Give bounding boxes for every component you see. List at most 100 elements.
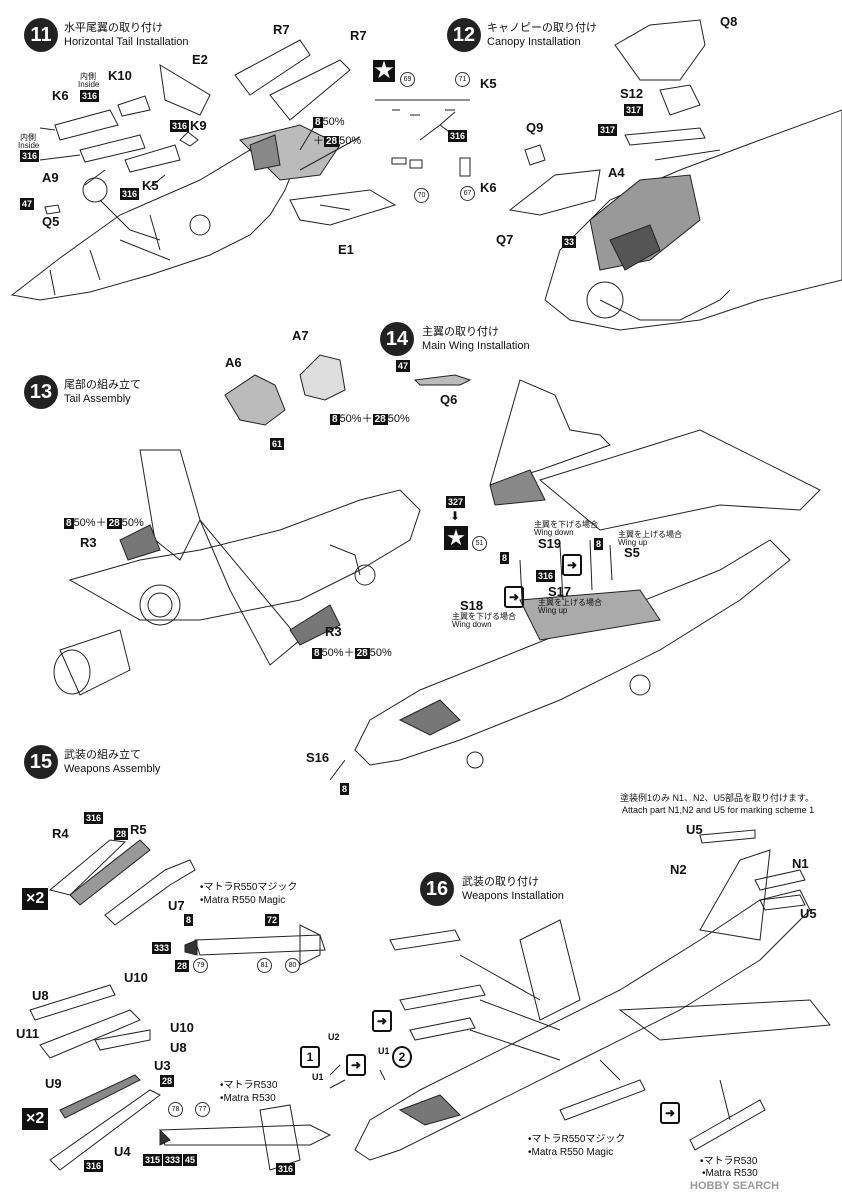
wing-note-jp: 主翼を上げる場合 [618, 530, 682, 539]
paint-code: 8 [184, 914, 194, 926]
paint-code: 28 [354, 648, 370, 659]
missile-name-jp: •マトラR530 [220, 1080, 278, 1091]
part-label: Q8 [720, 14, 738, 29]
paint-code: 33 [562, 236, 577, 248]
inside-note-jp: 内側 [80, 72, 96, 81]
mix-ratio: 50%＋ [73, 517, 107, 529]
paint-code: 316 [20, 150, 40, 162]
glue-icon: ➜ [372, 1010, 392, 1032]
decal-number: 77 [195, 1102, 210, 1117]
step-title-jp: キャノピーの取り付け [487, 22, 597, 34]
paint-code: 315 [143, 1154, 163, 1166]
step-number: 13 [24, 375, 58, 409]
watermark: HOBBY SEARCH [690, 1180, 780, 1192]
part-label: S5 [624, 545, 640, 560]
part-label: K5 [480, 76, 497, 91]
scheme-mark: 1 [300, 1046, 320, 1068]
mix-ratio: 50% [369, 647, 392, 659]
part-label: A4 [608, 165, 625, 180]
part-label: U9 [45, 1076, 62, 1091]
part-label: Q7 [496, 232, 514, 247]
decal-number: 69 [400, 72, 415, 87]
part-label: Q6 [440, 392, 458, 407]
paint-code: 8 [594, 538, 604, 550]
part-label: K5 [142, 178, 159, 193]
part-label: U1 [312, 1072, 324, 1082]
paint-code: 8 [330, 414, 340, 425]
step-number: 12 [447, 18, 481, 52]
paint-code: 47 [20, 198, 35, 210]
part-label: U7 [168, 898, 185, 913]
part-label: A6 [225, 355, 242, 370]
part-label: N2 [670, 862, 687, 877]
step-title-en: Main Wing Installation [422, 340, 530, 352]
missile-name-en: •Matra R530 [702, 1168, 758, 1179]
part-label: R3 [80, 535, 97, 550]
paint-code: 316 [80, 90, 100, 102]
inside-note-en: Inside [18, 141, 40, 150]
part-label: K9 [190, 118, 207, 133]
paint-code: 28 [372, 414, 388, 425]
part-label: U10 [124, 970, 148, 985]
decal-number: 51 [472, 536, 487, 551]
step-title-en: Horizontal Tail Installation [64, 36, 189, 48]
paint-code: 327 [446, 496, 466, 508]
wing-note-en: Wing down [534, 528, 574, 537]
step-number: 16 [420, 872, 454, 906]
part-label: K6 [480, 180, 497, 195]
part-label: N1 [792, 856, 809, 871]
part-label: S17 [548, 584, 572, 599]
glue-icon: ➜ [660, 1102, 680, 1124]
paint-code: 316 [170, 120, 190, 132]
mix-ratio: 50% [322, 116, 345, 128]
missile-name-jp: •マトラR550マジック [528, 1134, 626, 1145]
decal-number: 79 [193, 958, 208, 973]
glue-icon: ➜ [562, 554, 582, 576]
part-label: U8 [170, 1040, 187, 1055]
part-label: Q5 [42, 214, 60, 229]
paint-code: 316 [84, 812, 104, 824]
part-label: R7 [350, 28, 367, 43]
part-label: U4 [114, 1144, 131, 1159]
step11-aircraft-drawing [10, 39, 397, 301]
missile-name-jp: •マトラR550マジック [200, 882, 298, 893]
mix-ratio: 50%＋ [321, 647, 355, 659]
paint-code: 61 [270, 438, 285, 450]
paint-code: 72 [265, 914, 280, 926]
decal-number: 78 [168, 1102, 183, 1117]
decal-number: 70 [414, 188, 429, 203]
paint-code: 8 [340, 783, 350, 795]
step-title-en: Tail Assembly [64, 393, 131, 405]
paint-code: 47 [396, 360, 411, 372]
quantity-badge: ×2 [22, 888, 49, 910]
inside-note-jp: 内側 [20, 133, 36, 142]
wing-note-jp: 主翼を下げる場合 [452, 612, 516, 621]
part-label: U1 [378, 1046, 390, 1056]
paint-code: 316 [536, 570, 556, 582]
mix-ratio: 50%＋ [339, 413, 373, 425]
wing-note-en: Wing up [618, 538, 648, 547]
step15-drawing [29, 839, 332, 1171]
decal-number: 81 [257, 958, 272, 973]
wing-note-jp: 主翼を上げる場合 [538, 598, 602, 607]
mix-ratio: 50% [121, 517, 144, 529]
missile-name-en: •Matra R550 Magic [528, 1147, 614, 1158]
step-title-en: Weapons Installation [462, 890, 564, 902]
step-title-jp: 主翼の取り付け [422, 326, 499, 338]
step13-drawing [53, 354, 421, 696]
step-number: 14 [380, 322, 414, 356]
paint-code: 316 [84, 1160, 104, 1172]
step16-drawing [329, 829, 831, 1161]
part-label: U3 [154, 1058, 171, 1073]
decal-number: 67 [460, 186, 475, 201]
part-label: R7 [273, 22, 290, 37]
paint-code: 8 [313, 117, 323, 128]
part-label: E1 [338, 242, 354, 257]
mix-plus: ＋ [313, 135, 324, 147]
part-label: U5 [686, 822, 703, 837]
part-label: K6 [52, 88, 69, 103]
